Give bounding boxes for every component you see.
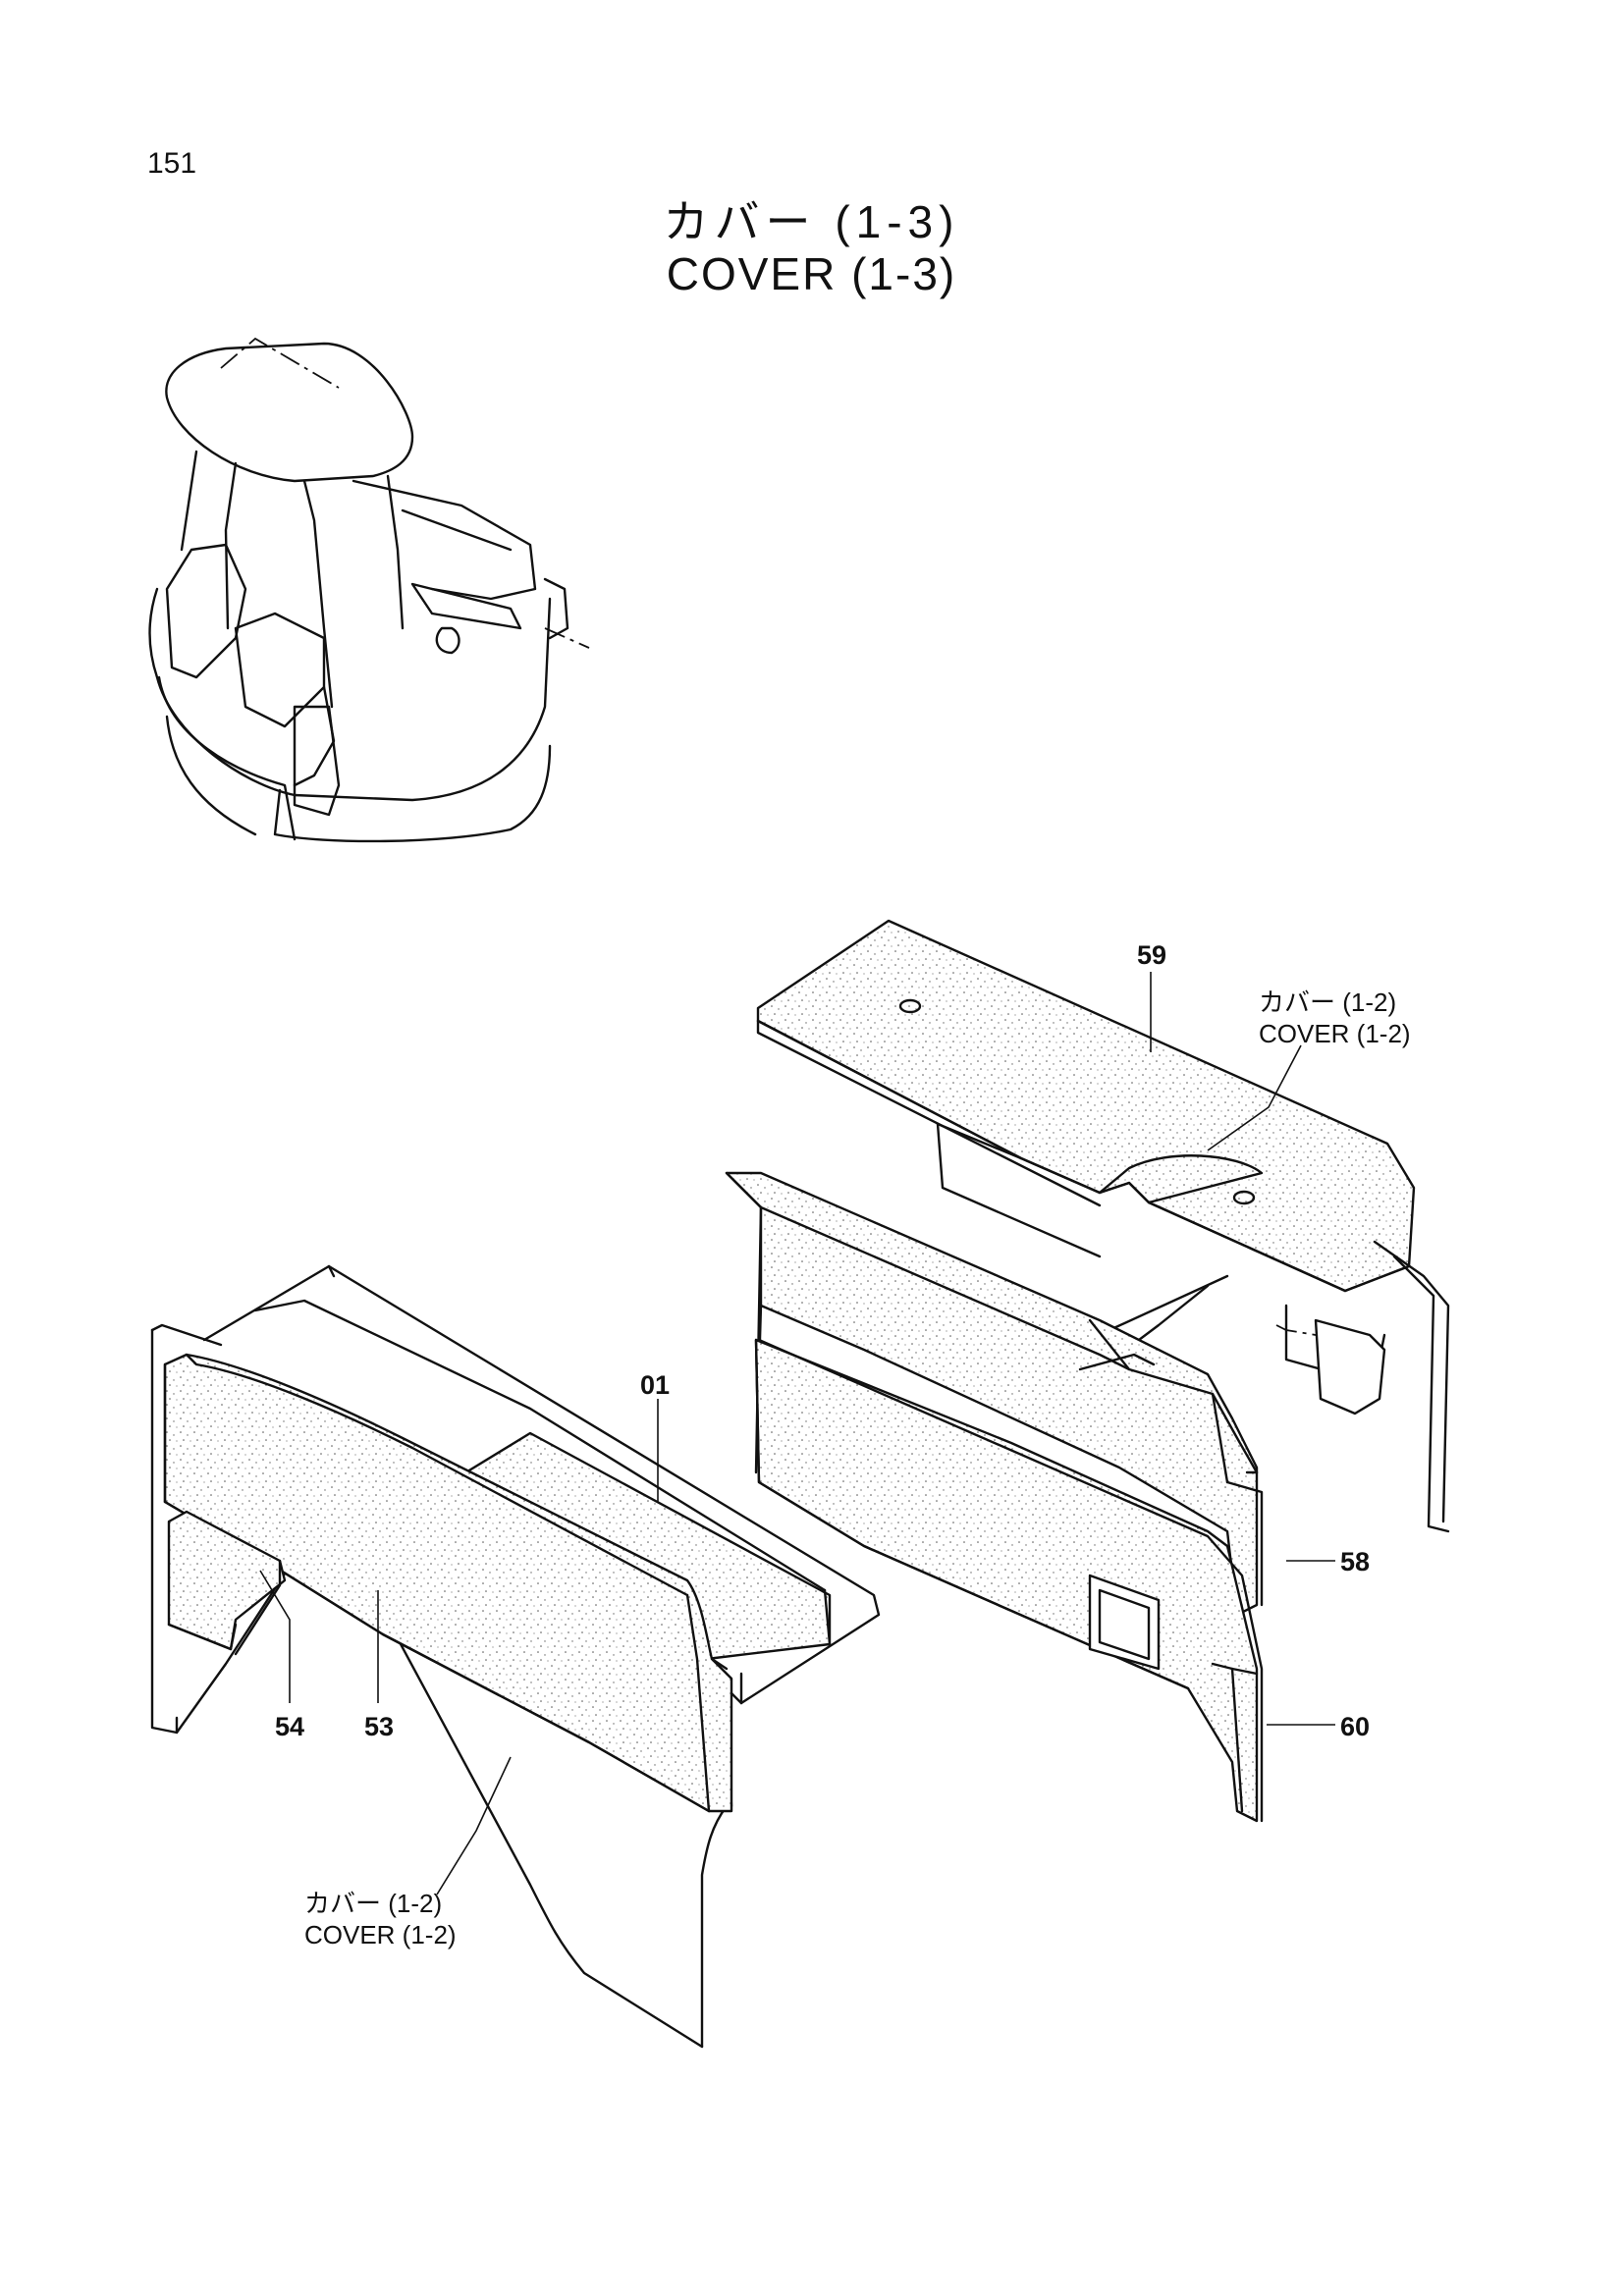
- diagram-labels: 59 カバー (1-2) COVER (1-2) 01 58 60 54 53 …: [275, 940, 1411, 1949]
- callout-cover-1-2-upper-jp: カバー (1-2): [1259, 988, 1396, 1017]
- page-title-japanese: カバー (1-3): [663, 196, 960, 247]
- top-cover-panel-59: [756, 919, 1450, 1533]
- machine-overview-illustration: [148, 337, 590, 843]
- callout-cover-1-2-lower-en: COVER (1-2): [304, 1920, 457, 1949]
- part-number-53: 53: [364, 1712, 394, 1741]
- leader-lines: [259, 972, 1335, 1896]
- part-number-54: 54: [275, 1712, 304, 1741]
- side-cover-pad-54: [167, 1510, 287, 1656]
- callout-cover-1-2-upper-en: COVER (1-2): [1259, 1019, 1411, 1048]
- part-number-59: 59: [1137, 940, 1166, 970]
- page-title-english: COVER (1-3): [666, 248, 957, 299]
- page-number: 151: [147, 147, 197, 180]
- side-cover-pad-53: [163, 1353, 733, 1813]
- side-cover-pad-60: [754, 1338, 1264, 1823]
- callout-cover-1-2-lower-jp: カバー (1-2): [304, 1889, 442, 1918]
- part-number-01: 01: [640, 1370, 670, 1400]
- part-number-60: 60: [1340, 1712, 1370, 1741]
- part-number-58: 58: [1340, 1547, 1370, 1576]
